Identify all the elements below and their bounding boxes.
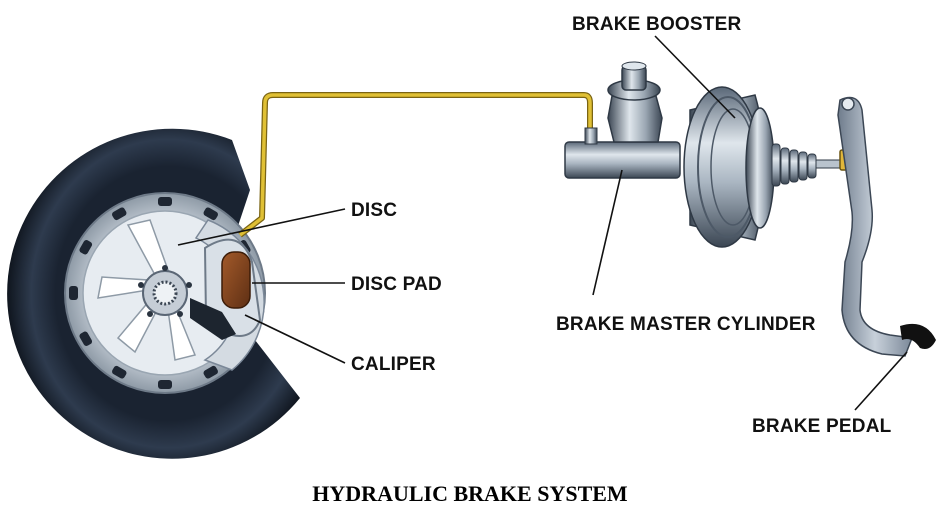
leader-line-disc xyxy=(177,208,346,246)
label-brake-booster: BRAKE BOOSTER xyxy=(572,14,741,35)
leader-line-caliper xyxy=(244,314,346,364)
label-caliper: CALIPER xyxy=(351,354,436,375)
label-disc: DISC xyxy=(351,200,397,221)
leader-line-brake-booster xyxy=(654,35,736,119)
brake-pedal xyxy=(837,96,936,357)
disc-pad xyxy=(221,251,251,309)
label-brake-master-cylinder: BRAKE MASTER CYLINDER xyxy=(556,314,816,335)
brake-master-cylinder xyxy=(564,61,681,179)
brake-line xyxy=(238,92,593,238)
diagram-title: HYDRAULIC BRAKE SYSTEM xyxy=(312,481,628,506)
wheel-assembly xyxy=(7,128,300,459)
label-disc-pad: DISC PAD xyxy=(351,274,442,295)
brake-booster xyxy=(683,86,861,248)
leader-line-brake-pedal xyxy=(854,351,908,411)
label-brake-pedal: BRAKE PEDAL xyxy=(752,416,892,437)
leader-line-brake-master-cylinder xyxy=(592,169,623,296)
